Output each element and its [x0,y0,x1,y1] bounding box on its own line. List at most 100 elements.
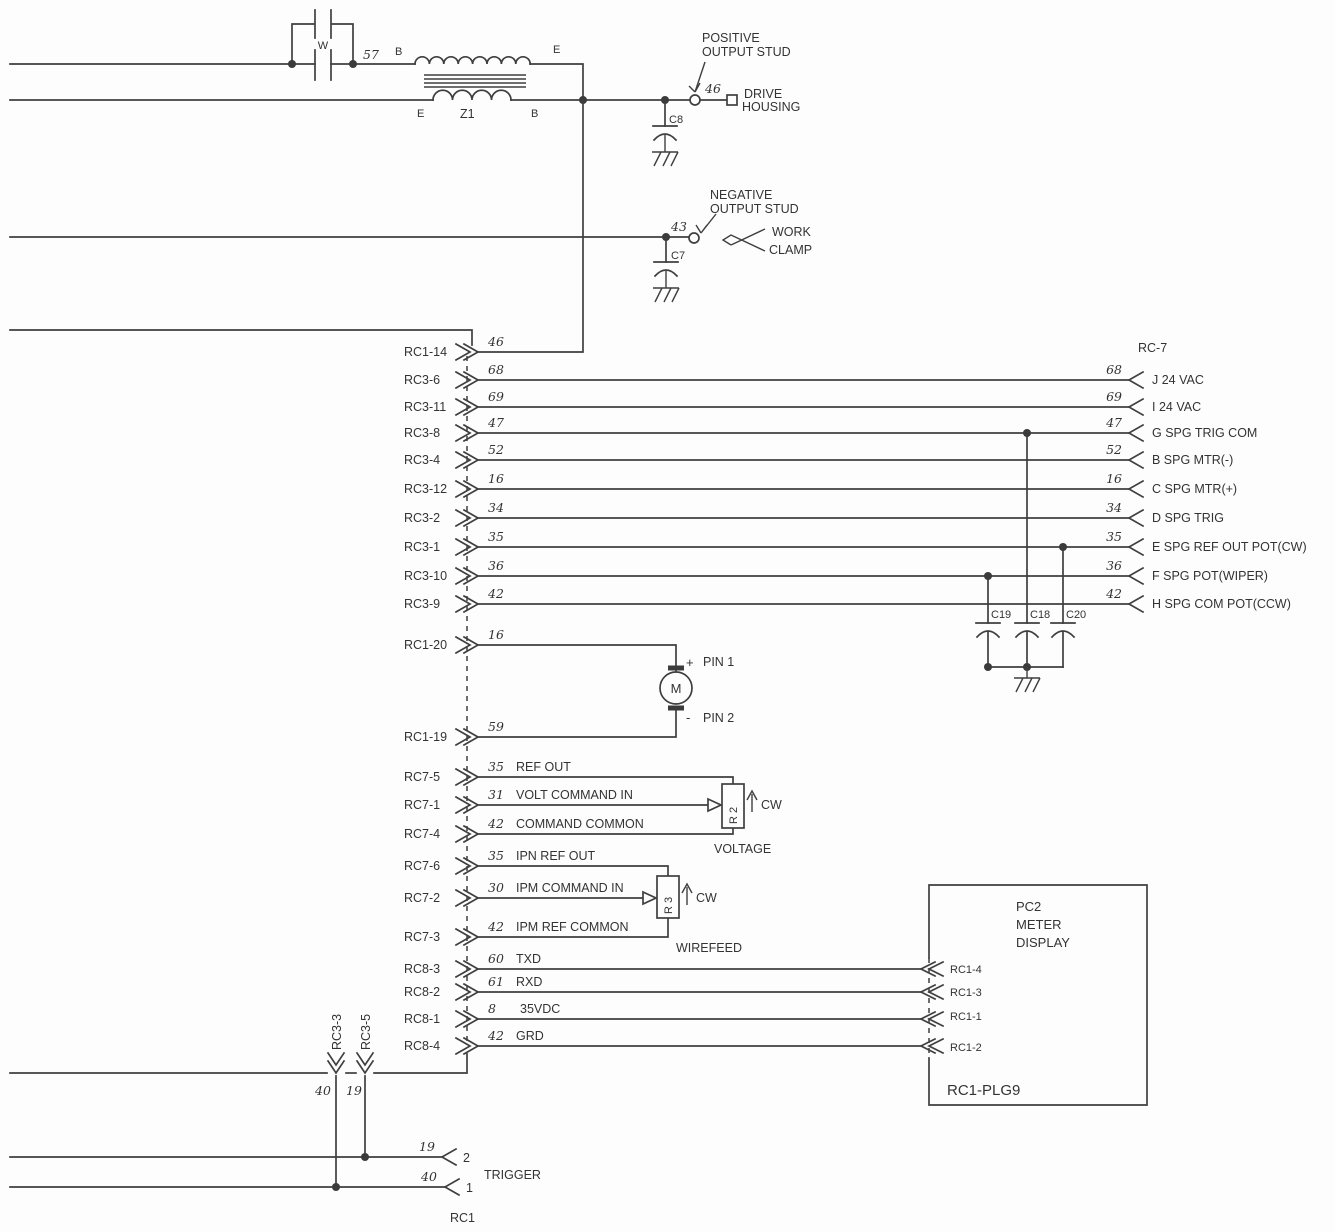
row-right-wire-number: 16 [1106,471,1122,486]
row-pin-label: D SPG TRIG [1152,511,1224,525]
meter-display-box [928,884,1148,1106]
pot-wire-label: VOLT COMMAND IN [516,788,633,802]
trigger-pin2-label: 2 [463,1151,470,1165]
negative-stud-terminal [688,232,700,244]
serial-wire-label: GRD [516,1029,544,1043]
row-right-wire-number: 68 [1106,362,1122,377]
r2-part-label: R 2 [728,807,740,824]
serial-wire-number: 61 [488,974,504,989]
pot-wire-label: REF OUT [516,760,571,774]
rc1-caption: RC1 [450,1211,475,1225]
wire-43-number: 43 [670,219,687,234]
serial-to-label: RC1-3 [950,987,982,999]
negative-output-section: 43 NEGATIVE OUTPUT STUD WORK CLAMP C7 [9,188,812,303]
wire-46-number: 46 [704,81,721,96]
row-right-wire-number: 47 [1105,415,1122,430]
serial-section: RC8-3 60 TXD RC1-4 RC8-2 61 RXD RC1-3 RC… [404,884,1148,1106]
row-conn-label: RC3-10 [404,569,447,583]
negative-stud-label-2: OUTPUT STUD [710,202,799,216]
serial-wire-number: 8 [488,1001,496,1016]
transformer-section: W 57 B E E Z1 B [9,9,690,121]
row-conn-label: RC3-8 [404,426,440,440]
serial-to-label: RC1-2 [950,1042,982,1054]
trigger-caption: TRIGGER [484,1168,541,1182]
c7-label: C7 [671,250,685,262]
work-clamp-icon [721,228,766,252]
r3-potentiometer [656,875,680,919]
row-pin-label: C SPG MTR(+) [1152,482,1237,496]
rc3-5-label: RC3-5 [359,1014,373,1050]
meter-box-title-2: METER [1016,917,1062,932]
cw-arrow-icon [681,882,693,905]
meter-box-plug-label: RC1-PLG9 [947,1082,1020,1099]
cw-label: CW [696,891,717,905]
drive-housing-label-1: DRIVE [744,87,782,101]
work-clamp-label-2: CLAMP [769,243,812,257]
c19-label: C19 [991,609,1011,621]
row-right-wire-number: 35 [1106,529,1122,544]
row-pin-label: J 24 VAC [1152,373,1204,387]
motor-wire-top-number: 16 [488,627,504,642]
negative-stud-label-1: NEGATIVE [710,188,772,202]
wirefeed-caption: WIREFEED [676,941,742,955]
row-wire-number: 16 [488,471,504,486]
row-pin-label: F SPG POT(WIPER) [1152,569,1268,583]
serial-to-label: RC1-4 [950,964,982,976]
row-pin-label: G SPG TRIG COM [1152,426,1257,440]
row-right-wire-number: 34 [1106,500,1122,515]
row-wire-number: 47 [487,415,504,430]
voltage-caption: VOLTAGE [714,842,771,856]
z1-b-bottom-label: B [531,108,538,120]
c18-label: C18 [1030,609,1050,621]
row-pin-label: E SPG REF OUT POT(CW) [1152,540,1307,554]
drive-housing-terminal [726,94,738,106]
row-right-wire-number: 69 [1106,389,1122,404]
pot-wire-label: COMMAND COMMON [516,817,644,831]
motor-conn-top-label: RC1-20 [404,638,447,652]
c20-label: C20 [1066,609,1086,621]
motor-pin1-label: PIN 1 [703,655,734,669]
pot-wire-number: 42 [487,816,504,831]
wire-40-number: 40 [314,1083,331,1098]
work-clamp-label-1: WORK [772,225,812,239]
row-wire-number: 52 [488,442,504,457]
pot-wire-number: 35 [488,759,504,774]
row-wire-number: 36 [488,558,504,573]
motor-m-label: M [671,681,682,696]
row-right-wire-number: 52 [1106,442,1122,457]
row-pin-label: B SPG MTR(-) [1152,453,1233,467]
serial-conn-label: RC8-4 [404,1039,440,1053]
pot-wire-label: IPM COMMAND IN [516,881,624,895]
wire-19-number: 19 [346,1083,362,1098]
row-wire-number: 46 [487,334,504,349]
trigger-pin1-label: 1 [466,1181,473,1195]
pot-conn-label: RC7-2 [404,891,440,905]
connector-rows-section: RC-7 RC1-14 46 RC3-6 68 68 J 24 VAC RC3-… [9,99,1307,1042]
pot-wire-number: 35 [488,848,504,863]
rc3-3-label: RC3-3 [330,1014,344,1050]
row-wire-number: 69 [488,389,504,404]
r2-potentiometer [721,783,745,829]
row-wire-number: 42 [487,586,504,601]
cw-label: CW [761,798,782,812]
row-conn-label: RC1-14 [404,345,447,359]
trigger-wire1-number: 40 [420,1169,437,1184]
wiper-arrow-icon [707,797,724,813]
meter-box-title-1: PC2 [1016,899,1041,914]
pot-conn-label: RC7-6 [404,859,440,873]
row-conn-label: RC3-9 [404,597,440,611]
rc7-header: RC-7 [1138,341,1167,355]
row-conn-label: RC3-6 [404,373,440,387]
pot-wire-number: 30 [488,880,504,895]
pot-conn-label: RC7-1 [404,798,440,812]
pot-conn-label: RC7-4 [404,827,440,841]
row-pin-label: H SPG COM POT(CCW) [1152,597,1291,611]
positive-output-section: C8 46 POSITIVE OUTPUT STUD DRIVE HOUSING [651,31,800,167]
motor-conn-bottom-label: RC1-19 [404,730,447,744]
row-wire-number: 34 [488,500,504,515]
pot-conn-label: RC7-5 [404,770,440,784]
row-right-wire-number: 42 [1105,586,1122,601]
serial-conn-label: RC8-3 [404,962,440,976]
serial-wire-number: 42 [487,1028,504,1043]
